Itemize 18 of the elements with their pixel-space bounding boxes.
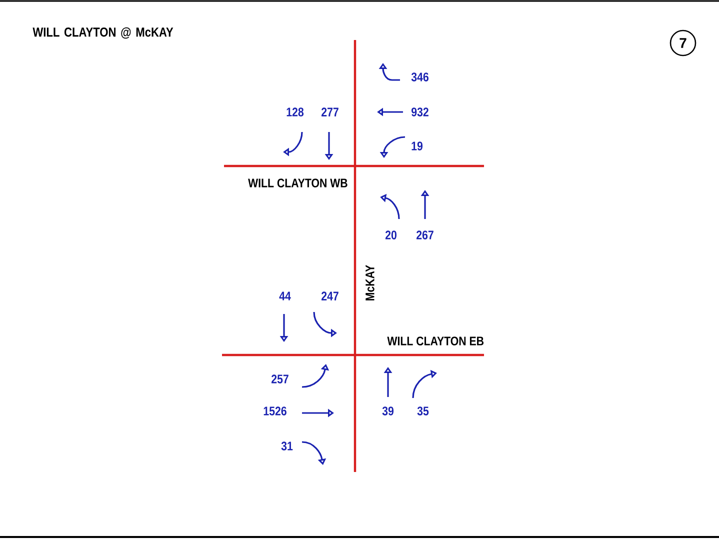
street-name: WILL CLAYTON WB (248, 178, 348, 188)
title: WILL CLAYTON @ McKAY (32, 27, 174, 39)
street-name: McKAY (366, 265, 374, 300)
volume-number: 35 (417, 406, 429, 416)
volume-number: 20 (385, 230, 396, 240)
volume-number: 39 (382, 406, 394, 416)
volume-number: 932 (412, 108, 428, 116)
volume-number: 1526 (264, 406, 286, 416)
volume-number: 44 (279, 292, 291, 300)
volume-number: 128 (286, 108, 304, 116)
street-name: WILL CLAYTON EB (387, 336, 484, 346)
volume-number: 257 (272, 374, 288, 384)
volume-number: 267 (416, 230, 434, 240)
volume-number: 346 (411, 72, 428, 82)
volume-number: 247 (322, 292, 338, 300)
volume-number: 31 (281, 442, 293, 450)
volume-number: 277 (322, 108, 338, 116)
volume-number: 19 (412, 142, 422, 150)
